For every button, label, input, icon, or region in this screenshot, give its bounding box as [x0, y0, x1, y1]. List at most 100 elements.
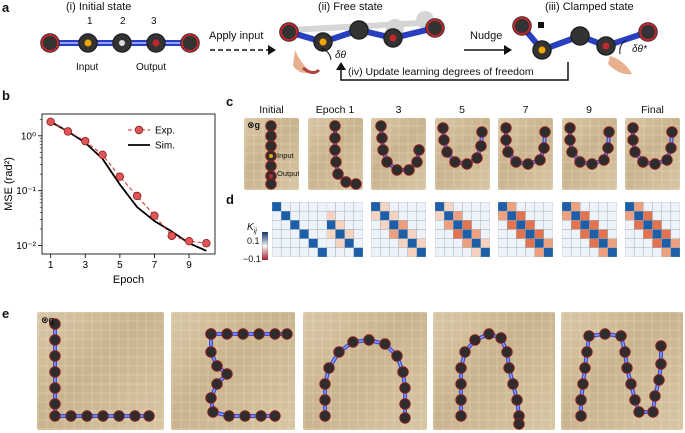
matrix-cell: [280, 247, 291, 257]
matrix-cell: [534, 202, 545, 212]
matrix-cell: [317, 202, 327, 212]
shape-robot-joint: [649, 390, 661, 402]
matrix-cell: [443, 202, 454, 212]
shape-robot-joint: [455, 362, 467, 374]
matrix-cell: [561, 238, 571, 249]
matrix-cell: [452, 238, 463, 249]
shape-robot-joint: [49, 334, 61, 346]
series-exp-point: [132, 191, 142, 201]
matrix-cell: [343, 210, 354, 221]
matrix-cell: [389, 210, 399, 221]
epoch-robot-joint: [411, 156, 423, 168]
letter-shape-photo: [303, 312, 427, 430]
stiffness-matrix: [498, 202, 553, 257]
matrix-cell: [597, 220, 608, 230]
matrix-cell: [443, 229, 454, 239]
matrix-cell: [498, 210, 508, 221]
shape-robot-joint: [49, 318, 61, 330]
matrix-cell: [443, 238, 454, 249]
panel-a-letter: a: [2, 0, 10, 15]
matrix-cell: [317, 210, 327, 221]
matrix-cell: [661, 202, 672, 212]
matrix-cell: [325, 238, 336, 249]
matrix-cell: [597, 238, 608, 249]
matrix-cell: [516, 229, 526, 239]
epoch-robot-joint: [403, 164, 415, 176]
epoch-robot-joint: [573, 156, 586, 168]
matrix-cell: [633, 247, 644, 257]
node-number-2: 2: [120, 16, 126, 27]
series-exp-point: [202, 239, 211, 248]
epoch-robot-joint: [637, 156, 649, 168]
matrix-cell: [561, 202, 571, 212]
matrix-cell: [597, 202, 608, 212]
matrix-cell: [525, 247, 535, 257]
panel-d-letter: d: [226, 192, 234, 207]
matrix-cell: [525, 210, 535, 221]
epoch-robot-joint: [627, 122, 639, 134]
shape-robot-joint: [655, 358, 667, 370]
panel-c-letter: c: [226, 94, 234, 109]
shape-robot-joint: [347, 336, 359, 348]
y-tick-label: 10⁻¹: [16, 186, 36, 197]
matrix-cell: [525, 238, 535, 249]
matrix-cell: [661, 220, 672, 230]
matrix-cell: [389, 247, 399, 257]
matrix-cell: [579, 229, 590, 239]
matrix-cell: [325, 229, 336, 239]
matrix-cell: [625, 202, 635, 212]
matrix-cell: [272, 229, 282, 239]
matrix-cell: [353, 229, 363, 239]
matrix-cell: [652, 210, 662, 221]
matrix-cell: [317, 220, 327, 230]
matrix-cell: [480, 247, 490, 257]
matrix-cell: [325, 220, 336, 230]
matrix-cell: [299, 229, 309, 239]
epoch-robot-joint: [601, 142, 614, 154]
matrix-cell: [661, 238, 672, 249]
matrix-cell: [607, 229, 617, 239]
matrix-cell: [353, 210, 363, 221]
matrix-cell: [371, 229, 381, 239]
shape-robot-joint: [49, 410, 61, 422]
solid-arrow: [464, 45, 512, 55]
matrix-cell: [516, 238, 526, 249]
panel-c-header: Initial: [259, 104, 284, 116]
shape-robot-joint: [223, 410, 235, 422]
matrix-cell: [317, 229, 327, 239]
matrix-cell: [607, 247, 617, 257]
output-annotation: Output: [277, 169, 299, 178]
epoch-robot-joint: [597, 154, 610, 166]
shape-robot-joint: [81, 410, 93, 422]
matrix-cell: [371, 247, 381, 257]
shape-robot-joint: [501, 346, 513, 358]
epoch-robot-joint: [375, 120, 387, 132]
shape-robot-joint: [205, 346, 217, 358]
kij-label-k: K: [247, 222, 254, 233]
matrix-cell: [470, 220, 481, 230]
output-marker: [269, 174, 273, 178]
shape-robot-highlight: [54, 324, 149, 417]
shape-robot-joint: [49, 350, 61, 362]
delta-theta-free: δθ: [335, 50, 346, 61]
shape-robot-joint: [319, 394, 331, 406]
epoch-robot-joint: [474, 140, 487, 152]
shape-robot-joint: [577, 378, 589, 390]
epoch-robot-joint: [510, 156, 522, 168]
matrix-cell: [470, 210, 481, 221]
epoch-robot-joint: [436, 122, 449, 134]
state-initial-label: (i) Initial state: [66, 1, 132, 13]
shape-robot-top-joint: [253, 328, 265, 340]
stiffness-matrix: [371, 202, 426, 257]
matrix-cell: [643, 238, 653, 249]
matrix-cell: [670, 210, 680, 221]
matrix-cell: [280, 238, 291, 249]
matrix-cell: [353, 247, 363, 257]
series-exp-point: [150, 211, 159, 220]
matrix-cell: [389, 238, 399, 249]
initial-state-robot: [40, 33, 200, 53]
matrix-cell: [325, 247, 336, 257]
matrix-cell: [443, 247, 454, 257]
shape-robot-top-joint: [269, 328, 281, 340]
shape-robot-joint: [513, 418, 525, 430]
